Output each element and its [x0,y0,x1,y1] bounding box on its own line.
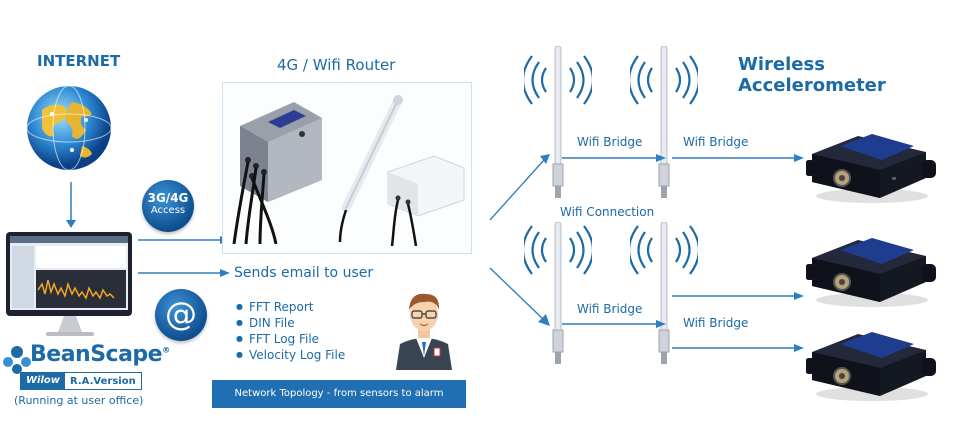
access-badge: 3G/4G Access [142,180,194,232]
wifi-signal-icon [524,55,592,105]
accelerometer-sensor-icon: w [806,134,936,203]
version-label: R.A.Version [70,375,136,387]
internet-title: INTERNET [37,52,121,70]
beanscape-name: BeanScape® [30,342,170,367]
router-small-box-icon [387,155,465,246]
wifi-signal-icon [630,55,698,105]
network-topology-banner: Network Topology - from sensors to alarm… [212,380,466,427]
beanscape-name-text: BeanScape [30,342,163,367]
svg-text:w: w [892,176,896,182]
email-item-fft-log: FFT Log File [236,331,345,347]
email-at-icon: @ [155,289,207,341]
email-item-velocity-log: Velocity Log File [236,347,345,363]
bean-logo-icon [3,346,31,374]
email-file-list: FFT Report DIN File FFT Log File Velocit… [236,299,345,363]
router-title: 4G / Wifi Router [277,56,396,74]
wifi-bridge-label-top-2: Wifi Bridge [683,135,749,149]
wifi-signal-icon [524,225,592,275]
beanscape-version-tag: Wilow R.A.Version [20,372,142,390]
access-badge-line1: 3G/4G [147,191,189,205]
antenna-icon [630,222,698,364]
user-avatar-icon [396,293,452,370]
email-at-symbol: @ [165,295,197,333]
accelerometer-sensor-icon [806,238,936,307]
globe-icon [26,85,112,171]
bridge-arrows [562,154,804,328]
beanscape-reg: ® [162,345,170,355]
accelerometer-title: Wireless Accelerometer [738,54,886,96]
accelerometer-sensor-icon [806,332,936,401]
wifi-signal-icon [630,225,698,275]
antenna-icon [524,46,592,198]
wifi-bridge-label-bottom-1: Wifi Bridge [577,302,643,316]
running-note: (Running at user office) [14,394,144,407]
wifi-bridge-label-bottom-2: Wifi Bridge [683,316,749,330]
access-badge-line2: Access [150,205,186,216]
internet-to-pc-arrow [66,182,76,228]
monitor-icon [6,232,132,336]
wifi-bridge-label-top-1: Wifi Bridge [577,135,643,149]
router-antenna-icon [338,95,403,242]
wifi-connection-label: Wifi Connection [560,205,655,219]
router-to-antenna-arrows [489,154,550,326]
antenna-icon [630,46,698,198]
email-title: Sends email to user [234,265,374,281]
email-item-din-file: DIN File [236,315,345,331]
pc-arrows [138,236,230,277]
wilow-brand: Wilow [21,373,65,389]
email-item-fft-report: FFT Report [236,299,345,315]
bridge-arrow-bottom [672,344,804,352]
router-device-icon [232,102,322,244]
antenna-icon [524,222,592,364]
